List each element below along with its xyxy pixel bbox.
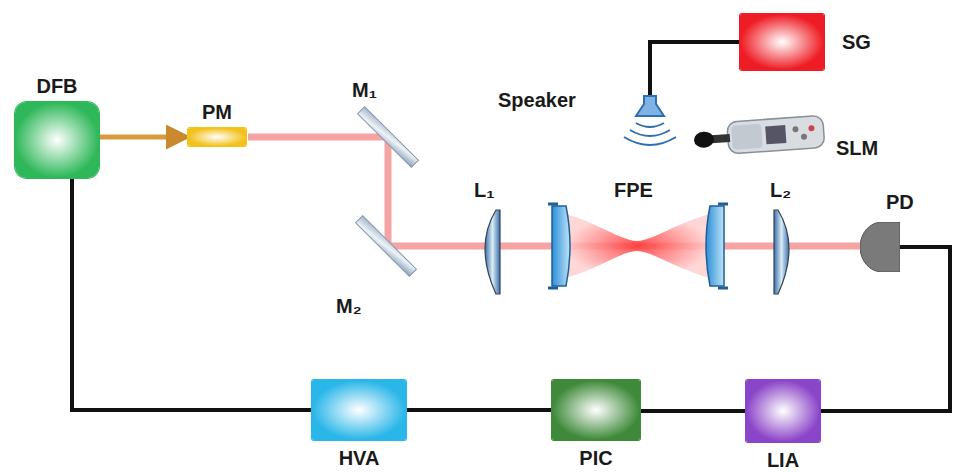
device-label: HVA bbox=[339, 448, 380, 468]
box-fill bbox=[746, 380, 820, 442]
signal-wire bbox=[406, 408, 552, 412]
lens-label: L₂ bbox=[770, 180, 791, 200]
phase-modulator: PM bbox=[188, 128, 246, 146]
controller-box: PIC bbox=[552, 380, 640, 440]
speaker-label: Speaker bbox=[498, 90, 576, 110]
device-label: PD bbox=[886, 192, 914, 212]
box-fill bbox=[740, 14, 824, 70]
lock-in-box: LIA bbox=[746, 380, 820, 442]
box-fill bbox=[15, 102, 99, 178]
device-label: SG bbox=[842, 32, 871, 52]
lens-label: L₁ bbox=[474, 180, 495, 200]
mirror-label: M₁ bbox=[352, 80, 377, 100]
device-label: PM bbox=[202, 102, 232, 122]
box-fill bbox=[312, 380, 406, 440]
signal-wire bbox=[72, 178, 312, 410]
cavity-label: FPE bbox=[614, 180, 653, 200]
amplifier-box: HVA bbox=[312, 380, 406, 440]
detector-shape bbox=[860, 222, 900, 272]
box-fill bbox=[188, 128, 246, 146]
laser-source-box: DFB bbox=[15, 102, 99, 178]
mirror-label: M₂ bbox=[336, 296, 362, 316]
box-fill bbox=[552, 380, 640, 440]
device-label: PIC bbox=[579, 448, 612, 468]
photodetector: PD bbox=[860, 222, 900, 272]
laser-output-arrow bbox=[99, 135, 186, 140]
signal-generator-box: SG bbox=[740, 14, 824, 70]
meter-label: SLM bbox=[836, 138, 878, 158]
signal-wire bbox=[640, 409, 746, 413]
device-label: LIA bbox=[767, 450, 799, 470]
device-label: DFB bbox=[36, 76, 77, 96]
